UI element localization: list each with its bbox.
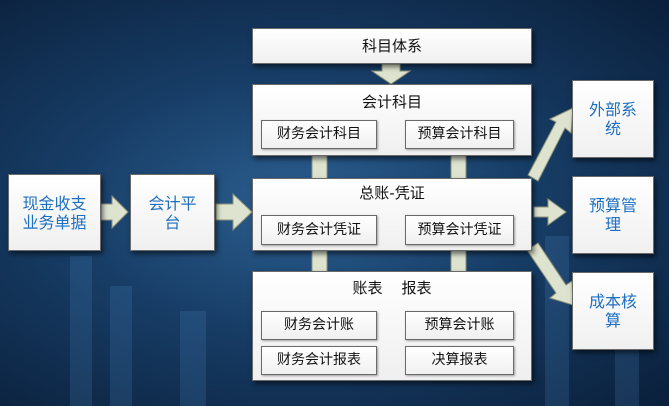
subject-system-label: 科目体系 xyxy=(361,36,422,55)
financial-report-box: 财务会计报表 xyxy=(261,346,377,375)
financial-ledger-label: 财务会计账 xyxy=(284,317,354,333)
financial-report-label: 财务会计报表 xyxy=(277,352,361,368)
budget-voucher-label: 预算会计凭证 xyxy=(417,221,502,238)
final-report-label: 决算报表 xyxy=(431,352,488,368)
voucher-group-title: 总账-凭证 xyxy=(359,184,425,202)
financial-subject-box: 财务会计科目 xyxy=(261,120,377,149)
arrow-to-external xyxy=(527,107,574,182)
cost-accounting-box: 成本核算 xyxy=(572,272,654,350)
budget-subject-box: 预算会计科目 xyxy=(405,120,514,149)
financial-ledger-box: 财务会计账 xyxy=(261,311,377,340)
financial-voucher-label: 财务会计凭证 xyxy=(277,221,361,238)
final-report-box: 决算报表 xyxy=(405,346,514,375)
cash-documents-label: 现金收支业务单据 xyxy=(22,193,87,232)
ledger-report-title: 账表 报表 xyxy=(352,279,432,297)
arrow-down-subject-system xyxy=(370,63,412,85)
arrow-right-platform xyxy=(215,192,253,232)
financial-voucher-box: 财务会计凭证 xyxy=(261,215,377,245)
background-bar xyxy=(180,311,206,406)
financial-subject-label: 财务会计科目 xyxy=(277,126,361,142)
cost-accounting-label: 成本核算 xyxy=(588,292,637,330)
arrow-right-input xyxy=(100,194,129,230)
background-bar xyxy=(110,286,132,406)
subject-system-box: 科目体系 xyxy=(252,28,532,64)
cash-documents-box: 现金收支业务单据 xyxy=(8,174,101,251)
external-system-label: 外部系统 xyxy=(588,100,637,138)
budget-management-label: 预算管理 xyxy=(588,196,637,234)
accounting-subjects-title: 会计科目 xyxy=(361,93,422,111)
background-bar xyxy=(70,256,92,406)
external-system-box: 外部系统 xyxy=(572,80,654,158)
budget-ledger-label: 预算会计账 xyxy=(424,317,495,333)
budget-management-box: 预算管理 xyxy=(572,176,654,254)
budget-subject-label: 预算会计科目 xyxy=(417,126,502,142)
accounting-platform-box: 会计平台 xyxy=(130,174,215,251)
budget-ledger-box: 预算会计账 xyxy=(405,311,514,340)
arrow-to-budget-mgmt xyxy=(533,198,567,226)
accounting-platform-label: 会计平台 xyxy=(148,193,197,232)
arrow-to-cost xyxy=(526,242,574,306)
budget-voucher-box: 预算会计凭证 xyxy=(405,215,514,245)
